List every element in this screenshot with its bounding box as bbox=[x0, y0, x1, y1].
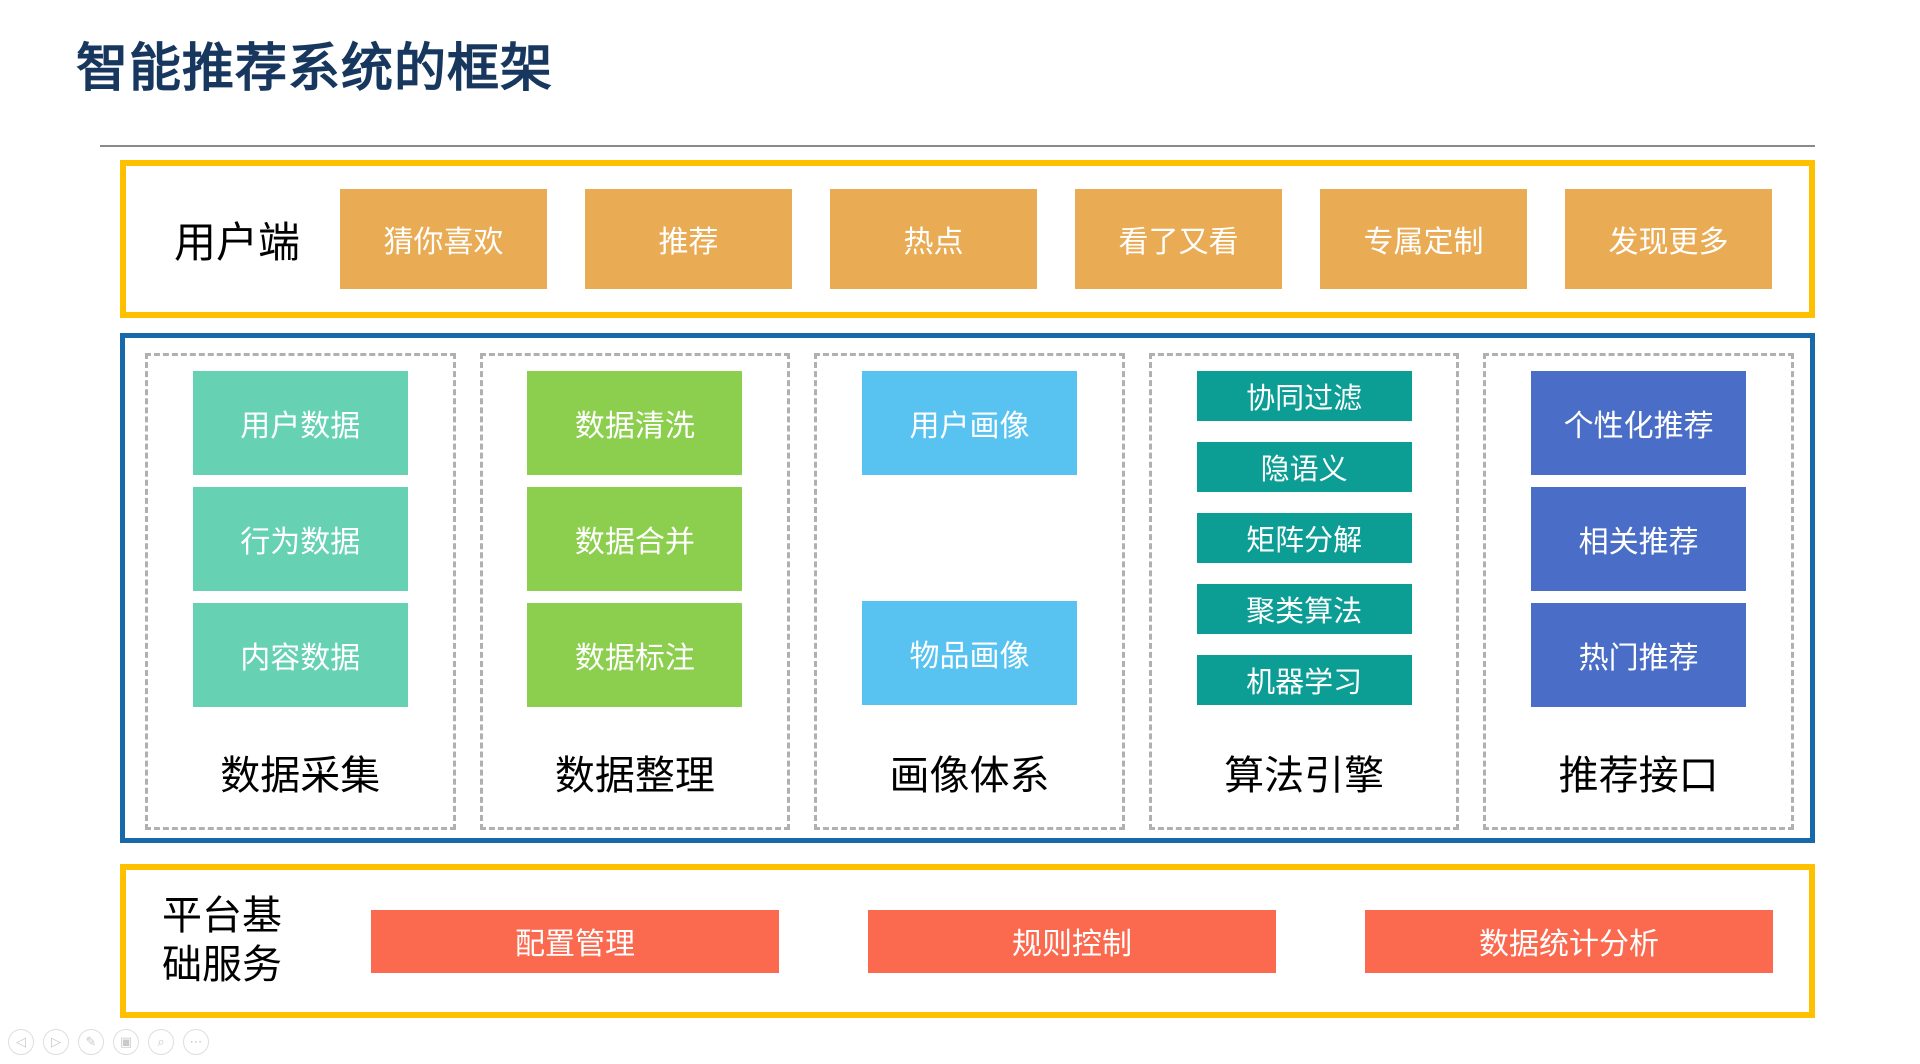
user-buttons-row: 猜你喜欢推荐热点看了又看专属定制发现更多 bbox=[340, 189, 1772, 289]
pipeline-box: 矩阵分解 bbox=[1196, 513, 1412, 563]
pipeline-box: 热门推荐 bbox=[1531, 603, 1747, 707]
more-options-icon[interactable]: ⋯ bbox=[183, 1029, 209, 1055]
pipeline-box: 用户数据 bbox=[192, 371, 408, 475]
platform-service-box: 数据统计分析 bbox=[1365, 909, 1773, 973]
platform-service-box: 规则控制 bbox=[868, 909, 1276, 973]
previous-slide-icon[interactable]: ◁ bbox=[8, 1029, 34, 1055]
pipeline-box: 数据清洗 bbox=[527, 371, 743, 475]
pipeline-column: 用户数据行为数据内容数据数据采集 bbox=[145, 353, 456, 830]
user-panel-label: 用户端 bbox=[173, 218, 300, 266]
pipeline-column: 数据清洗数据合并数据标注数据整理 bbox=[479, 353, 791, 830]
pipeline-box: 行为数据 bbox=[192, 487, 408, 591]
pipeline-box: 用户画像 bbox=[861, 371, 1077, 475]
user-feature-box: 看了又看 bbox=[1075, 189, 1282, 289]
pipeline-box: 数据合并 bbox=[527, 487, 743, 591]
pipeline-column-label: 画像体系 bbox=[889, 754, 1050, 798]
pipeline-column-label: 算法引擎 bbox=[1224, 754, 1385, 798]
platform-buttons-row: 配置管理 规则控制 数据统计分析 bbox=[371, 909, 1773, 973]
pipeline-column: 协同过滤隐语义矩阵分解聚类算法机器学习算法引擎 bbox=[1148, 353, 1460, 830]
pipeline-box: 隐语义 bbox=[1196, 442, 1412, 492]
title-divider bbox=[100, 145, 1815, 147]
page-title: 智能推荐系统的框架 bbox=[76, 40, 554, 98]
user-feature-box: 专属定制 bbox=[1320, 189, 1527, 289]
pipeline-panel: 用户数据行为数据内容数据数据采集数据清洗数据合并数据标注数据整理用户画像物品画像… bbox=[120, 333, 1815, 843]
pipeline-box: 相关推荐 bbox=[1531, 487, 1747, 591]
pipeline-box: 协同过滤 bbox=[1196, 371, 1412, 421]
platform-panel: 平台基础服务 配置管理 规则控制 数据统计分析 bbox=[120, 864, 1815, 1018]
pipeline-column-label: 数据采集 bbox=[220, 754, 381, 798]
platform-panel-label: 平台基础服务 bbox=[162, 894, 282, 987]
pipeline-box: 机器学习 bbox=[1196, 655, 1412, 705]
user-feature-box: 推荐 bbox=[585, 189, 792, 289]
pipeline-column-label: 推荐接口 bbox=[1558, 754, 1719, 798]
presenter-controls: ◁ ▷ ✎ ▣ ⌕ ⋯ bbox=[8, 1029, 209, 1055]
pipeline-box: 数据标注 bbox=[527, 603, 743, 707]
slide-navigator-icon[interactable]: ▣ bbox=[113, 1029, 139, 1055]
platform-service-box: 配置管理 bbox=[371, 909, 779, 973]
user-panel: 用户端 猜你喜欢推荐热点看了又看专属定制发现更多 bbox=[120, 160, 1815, 318]
pipeline-box: 内容数据 bbox=[192, 603, 408, 707]
user-feature-box: 猜你喜欢 bbox=[340, 189, 547, 289]
next-slide-icon[interactable]: ▷ bbox=[43, 1029, 69, 1055]
pipeline-column-label: 数据整理 bbox=[554, 754, 715, 798]
user-feature-box: 热点 bbox=[830, 189, 1037, 289]
user-feature-box: 发现更多 bbox=[1565, 189, 1772, 289]
pipeline-column: 用户画像物品画像画像体系 bbox=[814, 353, 1125, 830]
pen-tool-icon[interactable]: ✎ bbox=[78, 1029, 104, 1055]
zoom-tool-icon[interactable]: ⌕ bbox=[148, 1029, 174, 1055]
pipeline-box: 物品画像 bbox=[861, 601, 1077, 705]
pipeline-box: 聚类算法 bbox=[1196, 584, 1412, 634]
pipeline-column: 个性化推荐相关推荐热门推荐推荐接口 bbox=[1483, 353, 1794, 830]
pipeline-box: 个性化推荐 bbox=[1531, 371, 1747, 475]
